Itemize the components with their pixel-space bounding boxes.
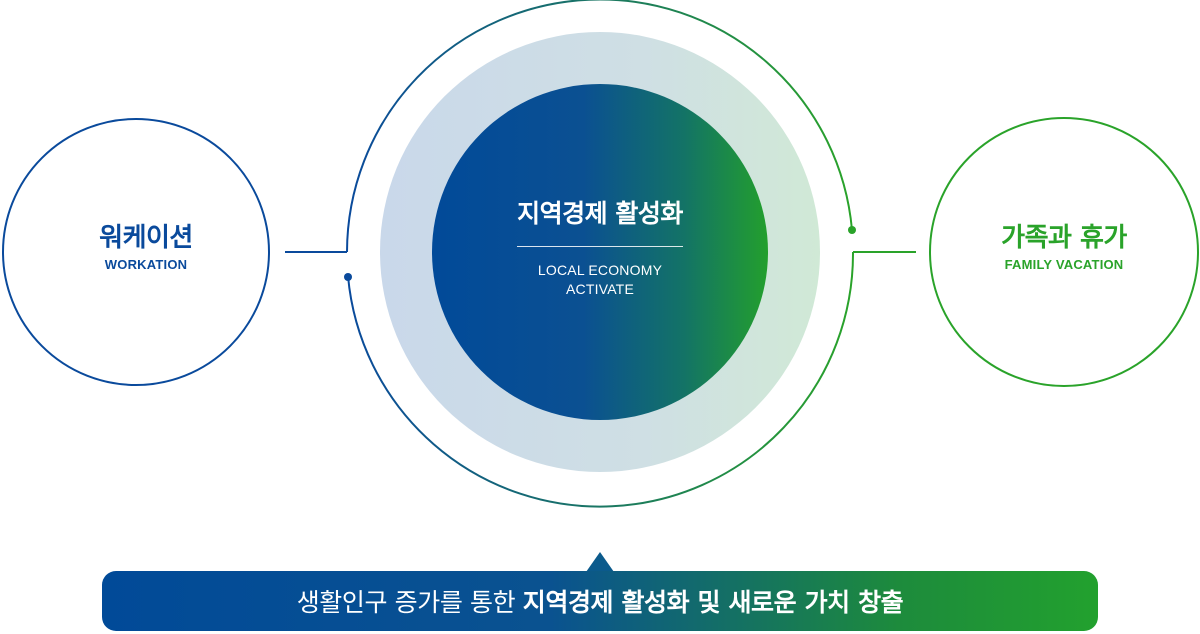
center-circle-subtitle-line1: LOCAL ECONOMY	[537, 262, 663, 278]
left-circle-label: 워케이션 WORKATION	[20, 222, 272, 272]
banner-text-normal: 생활인구 증가를 통한	[296, 588, 523, 617]
summary-banner: 생활인구 증가를 통한 지역경제 활성화 및 새로운 가치 창출	[102, 571, 1098, 631]
center-circle-title: 지역경제 활성화	[517, 199, 683, 228]
right-circle-title: 가족과 휴가	[1001, 223, 1127, 253]
center-circle-subtitle-line2: ACTIVATE	[566, 281, 634, 297]
right-circle-subtitle: FAMILY VACATION	[1004, 257, 1124, 272]
outer-ring-arc-bottom	[347, 251, 855, 508]
left-circle	[2, 118, 270, 386]
left-circle-subtitle: WORKATION	[104, 257, 188, 272]
right-circle	[929, 117, 1199, 387]
left-circle-title: 워케이션	[99, 223, 193, 253]
banner-notch	[586, 552, 614, 572]
center-divider	[517, 246, 683, 247]
outer-ring-arc-top	[346, 0, 853, 253]
ring-dot-left	[344, 273, 352, 281]
ring-dot-right	[848, 226, 856, 234]
banner-text-bold: 지역경제 활성화 및 새로운 가치 창출	[522, 588, 904, 617]
center-core	[432, 84, 768, 420]
summary-banner-text: 생활인구 증가를 통한 지역경제 활성화 및 새로운 가치 창출	[297, 583, 904, 619]
center-circle-label: 지역경제 활성화 LOCAL ECONOMY ACTIVATE	[432, 198, 768, 299]
right-circle-label: 가족과 휴가 FAMILY VACATION	[930, 222, 1198, 272]
